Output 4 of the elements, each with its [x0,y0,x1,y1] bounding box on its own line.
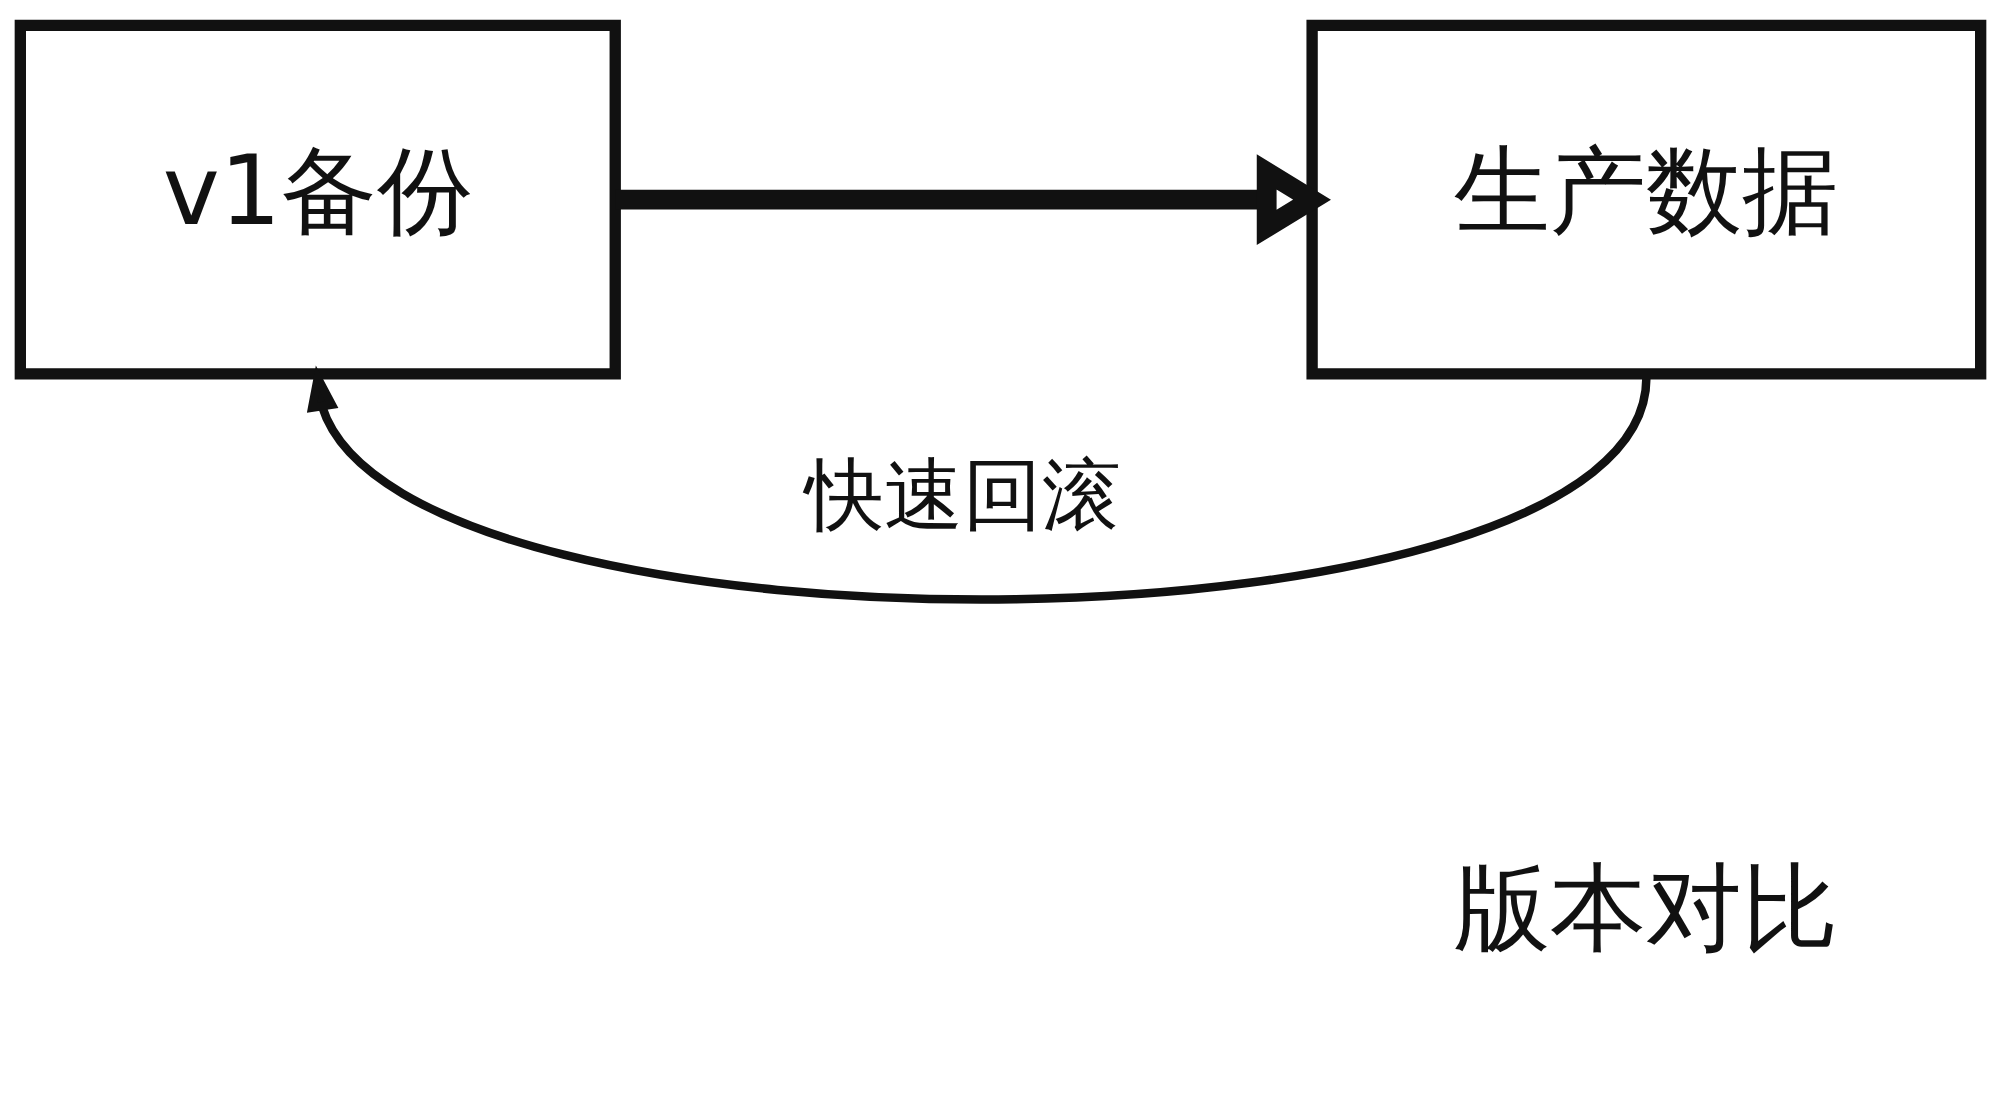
node-box: v1备份 [14,19,621,380]
node-box: 生产数据 [1305,19,1986,380]
label: 版本对比 [1453,852,1838,964]
edge-label: 快速回滚 [804,448,1121,542]
